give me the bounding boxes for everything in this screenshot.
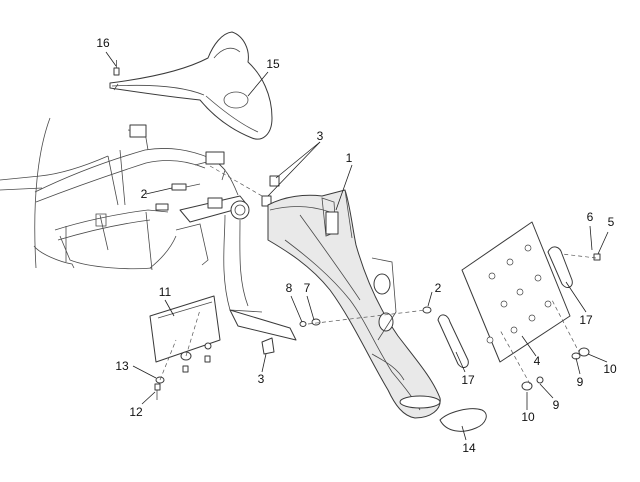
screw-16-part bbox=[113, 60, 120, 76]
rear-frame-part bbox=[0, 117, 297, 341]
callout-11: 11 bbox=[159, 285, 172, 299]
callout-13: 13 bbox=[115, 359, 129, 373]
callout-3-upper: 3 bbox=[317, 129, 324, 143]
callout-8: 8 bbox=[286, 281, 293, 295]
rubber-ring-17-part bbox=[437, 246, 573, 368]
small-hardware-parts bbox=[154, 253, 601, 400]
callout-6: 6 bbox=[587, 210, 594, 224]
callout-3-lower: 3 bbox=[258, 372, 265, 386]
callout-9-right: 9 bbox=[577, 375, 584, 389]
bolt-2-upper-part bbox=[155, 183, 201, 211]
clip-3-upper-part bbox=[261, 175, 280, 207]
callout-2-upper: 2 bbox=[141, 187, 148, 201]
assembly-lines bbox=[159, 165, 597, 385]
callout-14: 14 bbox=[462, 441, 476, 455]
callout-2-lower: 2 bbox=[435, 281, 442, 295]
callout-12: 12 bbox=[129, 405, 143, 419]
callout-16: 16 bbox=[96, 36, 110, 50]
leader-lines bbox=[105, 51, 609, 441]
reflector-14-part bbox=[439, 408, 487, 432]
callout-1: 1 bbox=[346, 151, 353, 165]
rear-cover-part bbox=[109, 31, 273, 140]
callout-5: 5 bbox=[608, 215, 615, 229]
callout-7: 7 bbox=[304, 281, 311, 295]
callout-4: 4 bbox=[534, 354, 541, 368]
callout-17-lower: 17 bbox=[461, 373, 475, 387]
callout-9-lower: 9 bbox=[553, 398, 560, 412]
rear-mudguard-part bbox=[267, 189, 441, 419]
callout-10-right: 10 bbox=[603, 362, 617, 376]
plate-11-part bbox=[149, 295, 221, 363]
callout-17-right: 17 bbox=[579, 313, 593, 327]
callout-10-lower: 10 bbox=[521, 410, 535, 424]
callout-15: 15 bbox=[266, 57, 280, 71]
callout-labels: 1 2 2 3 3 4 5 6 7 8 9 9 10 10 11 12 13 1… bbox=[96, 36, 617, 455]
license-plate-holder-4-part bbox=[461, 221, 571, 363]
